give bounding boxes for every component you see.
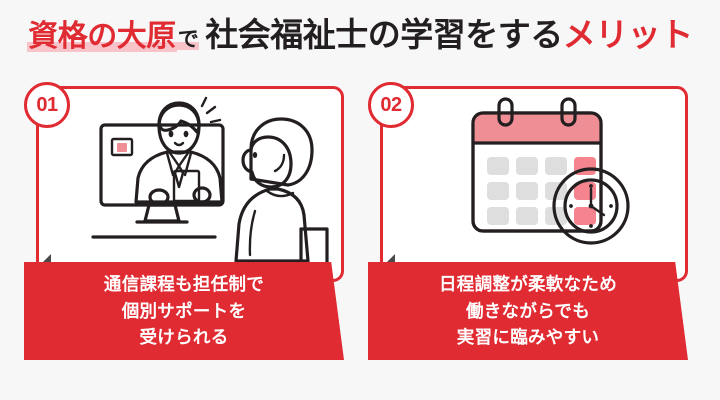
online-lesson-icon bbox=[39, 89, 347, 279]
card-number-badge-01: 01 bbox=[24, 82, 70, 128]
card-frame-02 bbox=[380, 86, 688, 282]
caption-line: 実習に臨みやすい bbox=[456, 327, 600, 348]
merit-card-01: 01 通信課程も担任制で 個別サポートを 受けられる bbox=[24, 82, 344, 374]
title-brand-highlight: 資格の大原 bbox=[27, 20, 177, 53]
title-accent: メリット bbox=[562, 16, 694, 53]
card-number-badge-02: 02 bbox=[368, 82, 414, 128]
caption-line: 働きながらでも bbox=[465, 300, 591, 321]
card-frame-01 bbox=[36, 86, 344, 282]
caption-line: 通信課程も担任制で bbox=[103, 274, 265, 295]
merit-card-02: 02 日程調整が柔軟なため 働きながらでも 実習に臨みやすい bbox=[368, 82, 688, 374]
caption-line: 受けられる bbox=[139, 327, 229, 348]
page-title: 資格の大原で社会福祉士の学習をするメリット bbox=[0, 18, 720, 52]
card-caption-banner-02: 日程調整が柔軟なため 働きながらでも 実習に臨みやすい bbox=[368, 262, 688, 360]
calendar-clock-icon bbox=[383, 89, 691, 279]
title-main: 社会福祉士の学習をする bbox=[205, 16, 563, 53]
card-caption-banner-01: 通信課程も担任制で 個別サポートを 受けられる bbox=[24, 262, 344, 360]
caption-line: 個別サポートを bbox=[121, 300, 247, 321]
caption-line: 日程調整が柔軟なため bbox=[439, 274, 617, 295]
title-particle: で bbox=[176, 28, 200, 51]
